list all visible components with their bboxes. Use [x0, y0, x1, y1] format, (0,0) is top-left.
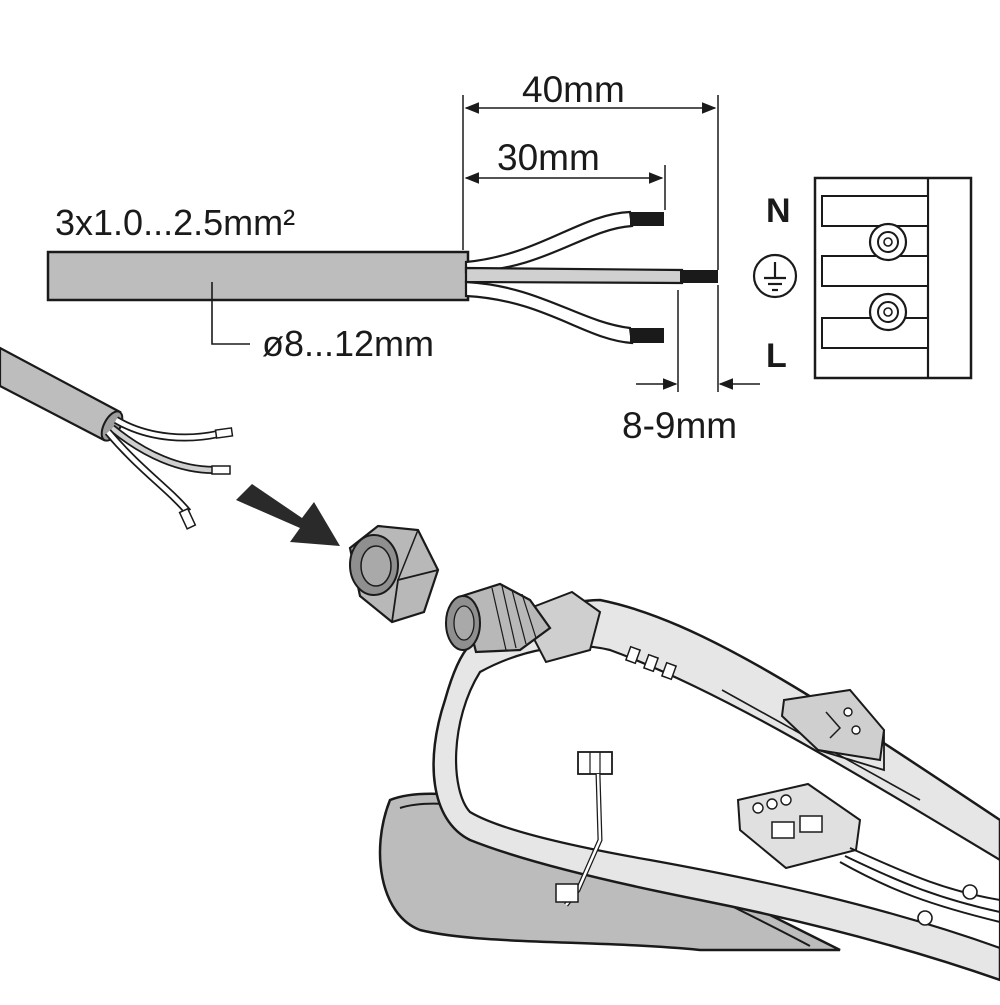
dim-label-30mm: 30mm — [497, 137, 600, 178]
conductor-lower — [630, 328, 664, 343]
stripped-cable-end — [0, 346, 234, 530]
conductor-upper — [630, 212, 664, 226]
dim-label-40mm: 40mm — [522, 69, 625, 110]
terminal-screw-lower — [868, 292, 908, 332]
terminal-screw-upper — [868, 222, 908, 262]
terminal-label-l: L — [766, 337, 787, 375]
insertion-direction-arrow — [236, 484, 340, 546]
terminal-label-n: N — [766, 192, 791, 230]
cable-gland-nut — [348, 524, 440, 624]
cable-core-lower — [464, 280, 634, 345]
led-connector — [555, 751, 613, 907]
housing-terminal-block — [736, 782, 862, 870]
gear-tray — [454, 645, 1000, 950]
cable-gland-body — [445, 582, 602, 664]
terminal-block: N L — [752, 176, 973, 380]
cable-end-sheath — [0, 346, 122, 442]
luminaire-housing — [378, 582, 1000, 982]
terminal-slot-n — [821, 195, 929, 227]
diameter-leader-line — [211, 282, 250, 345]
terminal-slot-earth — [821, 255, 929, 287]
protective-earth-icon — [752, 253, 798, 299]
cable-preparation: 3x1.0...2.5mm² ø8...12mm 40mm 30mm 8-9mm — [46, 69, 760, 446]
cable-diameter-label: ø8...12mm — [262, 323, 434, 364]
conductor-middle — [680, 270, 718, 283]
cable-core-middle — [464, 266, 684, 285]
cable-spec-label: 3x1.0...2.5mm² — [55, 202, 295, 243]
mounting-clip — [780, 688, 886, 772]
cable-core-upper — [464, 210, 634, 274]
cable-sheath — [46, 250, 470, 302]
dim-label-8-9mm: 8-9mm — [622, 405, 737, 446]
